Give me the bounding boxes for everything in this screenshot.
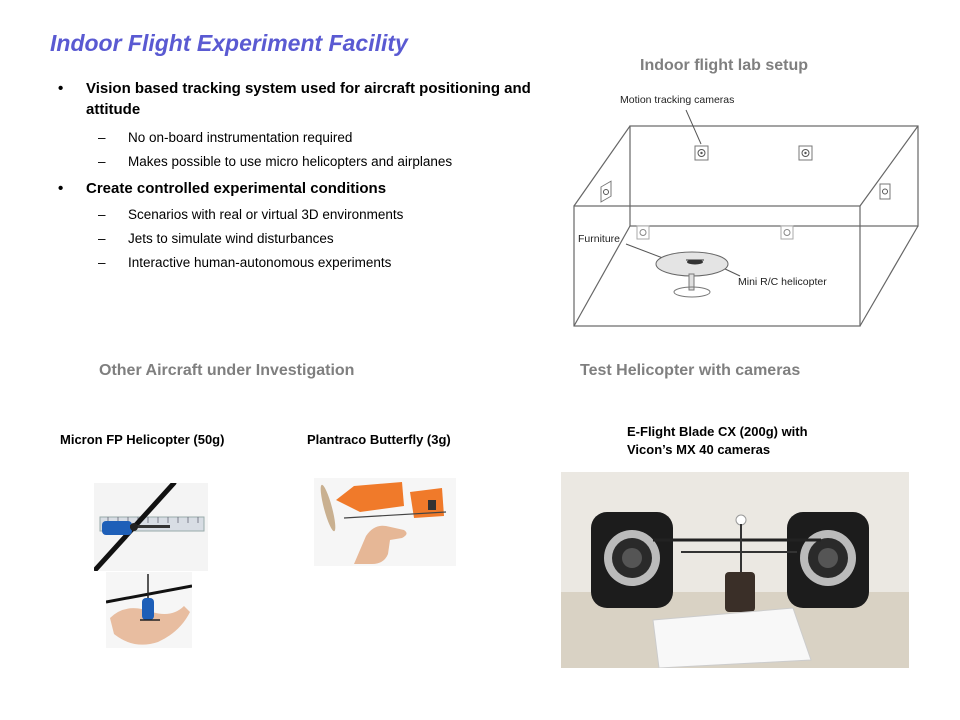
micron-caption: Micron FP Helicopter (50g) <box>60 432 225 447</box>
camera-icon <box>879 183 891 200</box>
furniture-table <box>655 251 729 298</box>
blade-cx-caption-line1: E-Flight Blade CX (200g) with <box>627 424 808 439</box>
camera-icon <box>780 225 794 240</box>
bullet-sub: No on-board instrumentation required <box>58 126 558 150</box>
bullet-main: Create controlled experimental condition… <box>58 178 558 199</box>
butterfly-caption: Plantraco Butterfly (3g) <box>307 432 451 447</box>
bullet-sub: Makes possible to use micro helicopters … <box>58 150 558 174</box>
room-back-wall <box>629 125 919 227</box>
bullet-main: Vision based tracking system used for ai… <box>58 78 558 120</box>
bullet-sub: Interactive human-autonomous experiments <box>58 251 558 275</box>
label-furniture: Furniture <box>578 233 620 245</box>
bullet-sub: Jets to simulate wind disturbances <box>58 227 558 251</box>
butterfly-plane-photo <box>314 478 456 566</box>
label-mini-helicopter: Mini R/C helicopter <box>738 276 827 288</box>
camera-icon <box>694 145 709 161</box>
lab-setup-heading: Indoor flight lab setup <box>640 57 808 74</box>
other-aircraft-heading: Other Aircraft under Investigation <box>99 362 355 379</box>
room-front-wall <box>573 205 861 327</box>
micron-hand-photo <box>106 572 192 648</box>
camera-icon <box>798 145 813 161</box>
page-title: Indoor Flight Experiment Facility <box>50 30 408 56</box>
bullet-sub: Scenarios with real or virtual 3D enviro… <box>58 203 558 227</box>
camera-icon <box>600 180 612 203</box>
bullet-list: Vision based tracking system used for ai… <box>58 78 558 275</box>
lab-setup-diagram: Motion tracking cameras Furniture Mini R… <box>573 94 919 327</box>
blade-cx-caption: E-Flight Blade CX (200g) with Vicon’s MX… <box>627 423 808 459</box>
camera-icon <box>636 225 650 240</box>
label-motion-cameras: Motion tracking cameras <box>620 94 734 106</box>
micron-helicopter-photo <box>94 483 208 571</box>
helicopter-icon <box>686 259 704 265</box>
blade-cx-caption-line2: Vicon’s MX 40 cameras <box>627 442 771 457</box>
test-helicopter-heading: Test Helicopter with cameras <box>580 362 801 379</box>
test-helicopter-photo <box>561 472 909 668</box>
